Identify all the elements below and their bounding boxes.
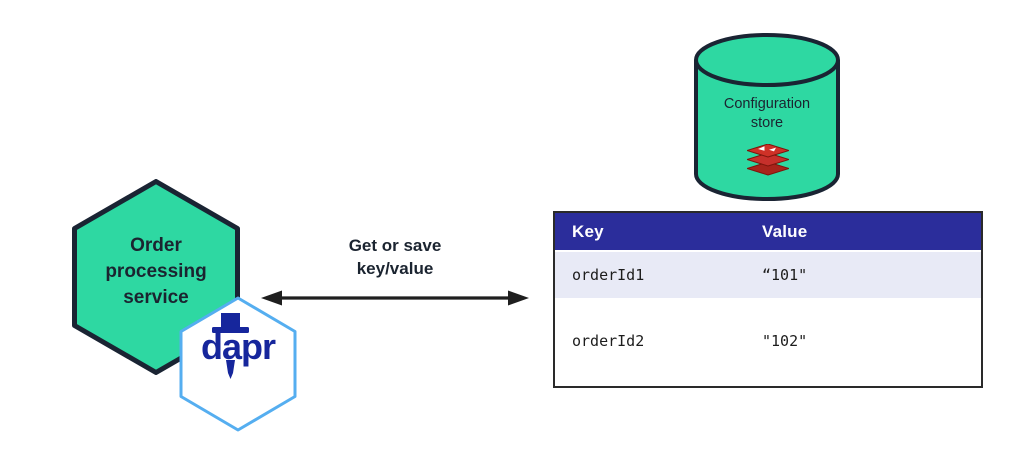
arrow-label: Get or save key/value	[300, 234, 490, 280]
get-save-arrow	[261, 290, 529, 306]
table-header-row: Key Value	[555, 213, 981, 252]
table-cell-key: orderId2	[572, 332, 645, 350]
dapr-tie-icon	[226, 360, 235, 379]
table-row: orderId2 "102"	[555, 298, 981, 384]
service-label-line2: processing	[105, 261, 207, 282]
service-label-line1: Order	[130, 235, 182, 256]
table-header-value: Value	[762, 221, 808, 241]
config-store-label-line2: store	[750, 115, 784, 131]
arrow-label-line1: Get or save	[348, 236, 442, 255]
redis-icon	[747, 144, 789, 176]
table-cell-key: orderId1	[572, 266, 645, 284]
table-row: orderId1 “101"	[555, 252, 981, 298]
table-cell-value: "102"	[762, 332, 808, 350]
arrow-label-line2: key/value	[356, 259, 434, 278]
dapr-logo-icon: dapr	[179, 296, 297, 432]
dapr-wordmark: dapr	[201, 326, 276, 367]
key-value-table: Key Value orderId1 “101" orderId2 "102"	[553, 211, 983, 388]
dapr-sidecar-node: dapr	[179, 296, 297, 432]
configuration-store-label: Configuration store	[692, 95, 842, 133]
config-store-label-line1: Configuration	[723, 96, 811, 112]
dapr-hat-icon	[212, 313, 249, 333]
service-label-line3: service	[123, 287, 189, 308]
configuration-store-node	[694, 33, 840, 201]
table-cell-value: “101"	[762, 266, 808, 284]
service-node-label: Order processing service	[72, 174, 240, 370]
table-header-key: Key	[572, 221, 604, 241]
